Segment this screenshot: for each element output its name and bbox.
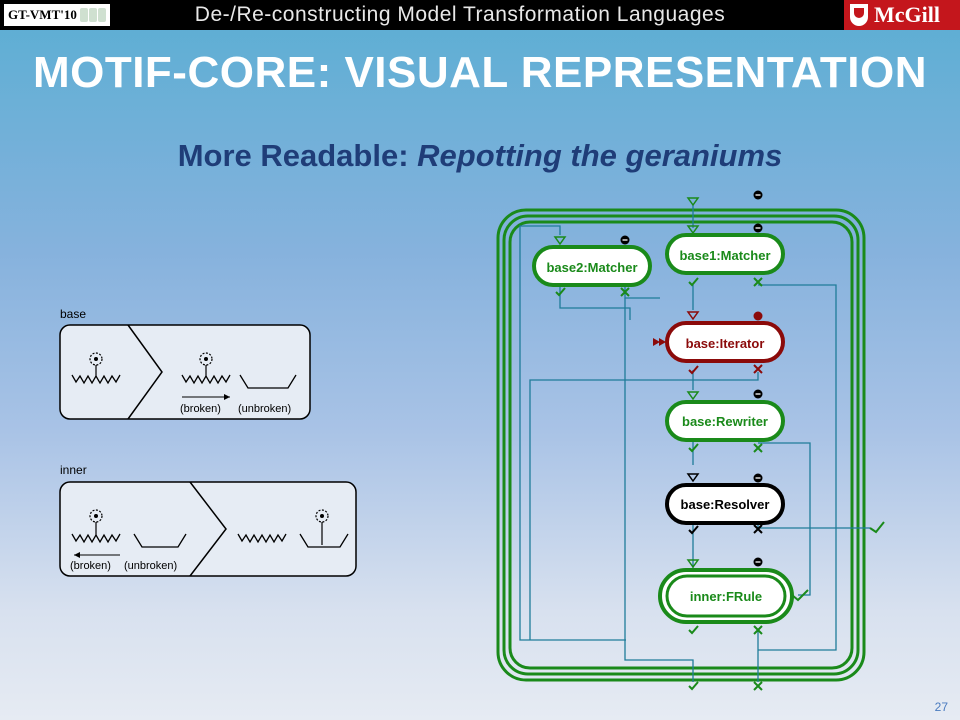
subtitle-bold: More Readable: xyxy=(177,138,418,173)
block-base-rewriter: base:Rewriter xyxy=(665,388,785,453)
pot-unbroken-icon xyxy=(133,533,187,548)
svg-text:base2:Matcher: base2:Matcher xyxy=(546,260,637,275)
svg-text:base1:Matcher: base1:Matcher xyxy=(679,248,770,263)
university-logo: McGill xyxy=(844,0,960,30)
svg-text:inner:FRule: inner:FRule xyxy=(690,589,762,604)
pot-broken-icon xyxy=(71,374,121,385)
flower-icon xyxy=(315,509,329,545)
slide-subtitle: More Readable: Repotting the geraniums xyxy=(0,138,960,174)
header-bar: GT-VMT'10 De-/Re-constructing Model Tran… xyxy=(0,0,960,30)
pot-broken-icon xyxy=(181,374,231,385)
block-base1-matcher: base1:Matcher xyxy=(665,190,785,287)
block-inner-frule: inner:FRule xyxy=(658,556,809,635)
motif-flow-diagram: base2:Matcher base1:Matcher base:Iterato… xyxy=(496,190,885,691)
conference-picture-icon xyxy=(79,8,106,22)
block-base-resolver: base:Resolver xyxy=(665,472,885,535)
unbroken-label: (unbroken) xyxy=(238,403,291,415)
university-name: McGill xyxy=(874,2,940,27)
pot-broken-icon xyxy=(71,533,121,544)
rule-inner-diagram: (broken) (unbroken) xyxy=(59,481,357,577)
rule-base-diagram: (broken) (unbroken) xyxy=(59,324,311,420)
crest-icon xyxy=(850,4,868,26)
conference-logo: GT-VMT'10 xyxy=(4,4,110,26)
subtitle-italic: Repotting the geraniums xyxy=(417,138,783,173)
pot-broken-icon xyxy=(237,533,287,544)
unbroken-label: (unbroken) xyxy=(124,560,177,572)
flow-connectors xyxy=(519,204,870,682)
broken-label: (broken) xyxy=(180,403,221,415)
rule-base-label: base xyxy=(60,307,87,321)
broken-label: (broken) xyxy=(70,560,111,572)
svg-text:base:Rewriter: base:Rewriter xyxy=(682,414,768,429)
rule-inner-label: inner xyxy=(60,463,87,477)
block-base2-matcher: base2:Matcher xyxy=(532,234,652,297)
svg-text:base:Iterator: base:Iterator xyxy=(686,336,765,351)
slide-number: 27 xyxy=(934,700,948,714)
conference-name: GT-VMT'10 xyxy=(8,7,77,22)
slide-title: MOTIF-CORE: VISUAL REPRESENTATION xyxy=(32,48,928,97)
deck-title: De-/Re-constructing Model Transformation… xyxy=(194,3,726,26)
svg-text:base:Resolver: base:Resolver xyxy=(681,497,770,512)
flower-icon xyxy=(89,509,103,536)
pot-unbroken-icon xyxy=(239,374,297,389)
block-base-iterator: base:Iterator xyxy=(653,311,785,375)
pot-unbroken-icon xyxy=(299,533,349,548)
